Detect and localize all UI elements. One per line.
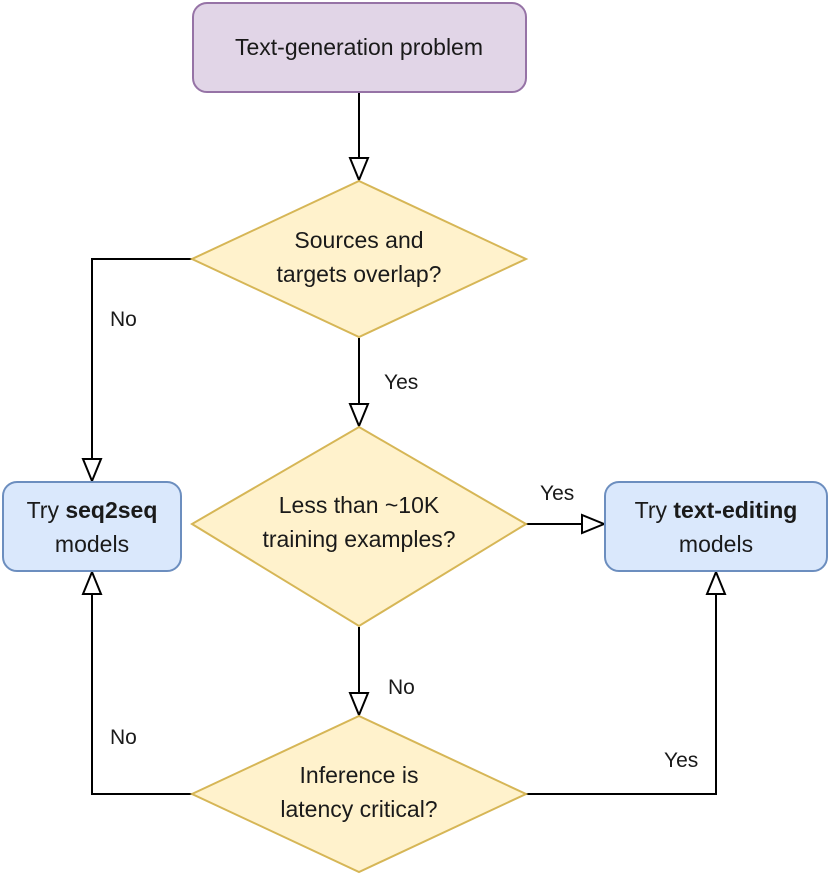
label-overlap-no: No (110, 308, 137, 331)
node-text-editing: Try text-editing models (604, 481, 828, 572)
label-latency-no: No (110, 726, 137, 749)
overlap-label-line2: targets overlap? (277, 261, 442, 287)
seq2seq-box (2, 481, 182, 572)
arrowhead-text-editing-bottom (705, 569, 727, 595)
arrowhead-seq2seq-top (81, 458, 103, 484)
edge-overlap-to-seq2seq (91, 258, 192, 459)
node-start: Text-generation problem (192, 2, 527, 93)
seq2seq-label-line2: models (55, 531, 129, 557)
training-diamond (190, 425, 528, 628)
seq2seq-prefix: Try (27, 497, 66, 523)
seq2seq-label-line1: Try seq2seq (27, 497, 158, 523)
node-overlap-decision: Sources and targets overlap? (189, 179, 529, 339)
start-label: Text-generation problem (235, 34, 483, 60)
text-editing-label-line2: models (679, 531, 753, 557)
arrowhead-training-top (348, 403, 370, 429)
node-seq2seq: Try seq2seq models (2, 481, 182, 572)
node-latency-decision: Inference is latency critical? (189, 714, 529, 874)
edge-labels: No Yes Yes No No Yes (110, 308, 698, 772)
node-training-decision: Less than ~10K training examples? (190, 425, 528, 628)
edge-latency-to-text-editing (526, 594, 717, 795)
latency-label-line2: latency critical? (280, 796, 437, 822)
training-label-line1: Less than ~10K (279, 492, 440, 518)
arrowhead-latency-top (348, 692, 370, 718)
text-editing-label-line1: Try text-editing (635, 497, 798, 523)
edges (81, 93, 727, 795)
edge-latency-to-seq2seq (91, 594, 192, 795)
overlap-diamond (189, 179, 529, 339)
arrowhead-text-editing-left (581, 513, 607, 535)
overlap-label-line1: Sources and (294, 227, 423, 253)
start-box (192, 2, 527, 93)
text-editing-prefix: Try (635, 497, 674, 523)
seq2seq-bold: seq2seq (65, 497, 157, 523)
text-editing-bold: text-editing (673, 497, 797, 523)
label-training-yes: Yes (540, 482, 574, 505)
label-training-no: No (388, 676, 415, 699)
label-latency-yes: Yes (664, 749, 698, 772)
latency-diamond (189, 714, 529, 874)
training-label-line2: training examples? (262, 526, 455, 552)
label-overlap-yes: Yes (384, 371, 418, 394)
arrowhead-overlap-top (348, 157, 370, 183)
text-editing-box (604, 481, 828, 572)
arrowhead-seq2seq-bottom (81, 569, 103, 595)
latency-label-line1: Inference is (300, 762, 419, 788)
